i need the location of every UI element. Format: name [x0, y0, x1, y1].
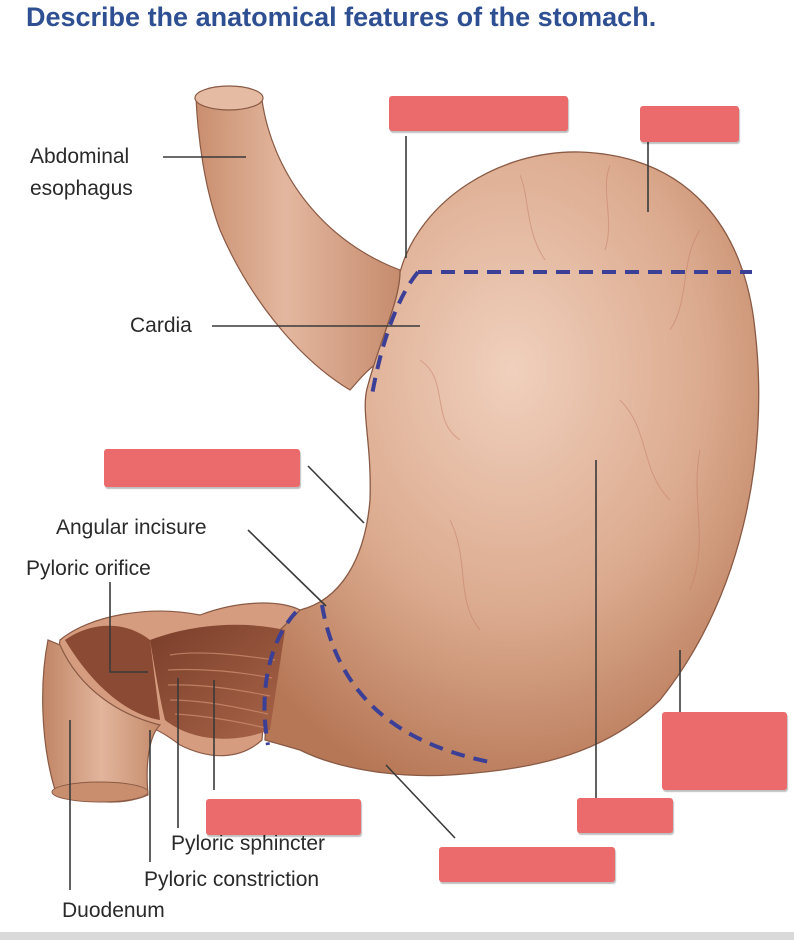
antrum-boundary-line	[320, 604, 491, 764]
label-pyloric-orifice: Pyloric orifice	[26, 557, 151, 580]
label-pyloric-constriction: Pyloric constriction	[144, 868, 320, 891]
answer-box-lesser-curvature[interactable]	[104, 449, 300, 487]
label-angular-incisure: Angular incisure	[56, 516, 207, 539]
answer-box-cardiac-notch[interactable]	[389, 96, 568, 131]
answer-box-fundus[interactable]	[640, 106, 739, 142]
esophagus-shape	[195, 86, 421, 391]
stomach-shape	[264, 151, 760, 777]
duodenum-shape	[42, 639, 162, 803]
answer-box-body[interactable]	[577, 798, 673, 833]
label-cardia: Cardia	[130, 314, 192, 337]
label-pyloric-sphincter: Pyloric sphincter	[171, 832, 326, 855]
pyloric-boundary-line	[262, 610, 298, 746]
leader-lesser-curvature	[307, 465, 365, 524]
bottom-bar	[0, 932, 794, 940]
leader-pyloric-orifice	[109, 582, 148, 673]
label-abdominal-esophagus-line1: Abdominal	[30, 145, 130, 168]
leader-pyloric-antrum	[385, 764, 456, 839]
duodenum-cavity	[65, 625, 160, 720]
label-duodenum: Duodenum	[62, 899, 165, 922]
answer-box-pyloric-antrum[interactable]	[439, 847, 615, 882]
answer-box-pyloric-canal[interactable]	[206, 799, 361, 835]
answer-box-greater-curvature[interactable]	[662, 712, 787, 790]
leader-angular-incisure	[247, 529, 327, 607]
cardia-curve-line	[370, 270, 420, 396]
label-abdominal-esophagus-line2: esophagus	[30, 177, 133, 200]
page-title: Describe the anatomical features of the …	[26, 2, 657, 32]
